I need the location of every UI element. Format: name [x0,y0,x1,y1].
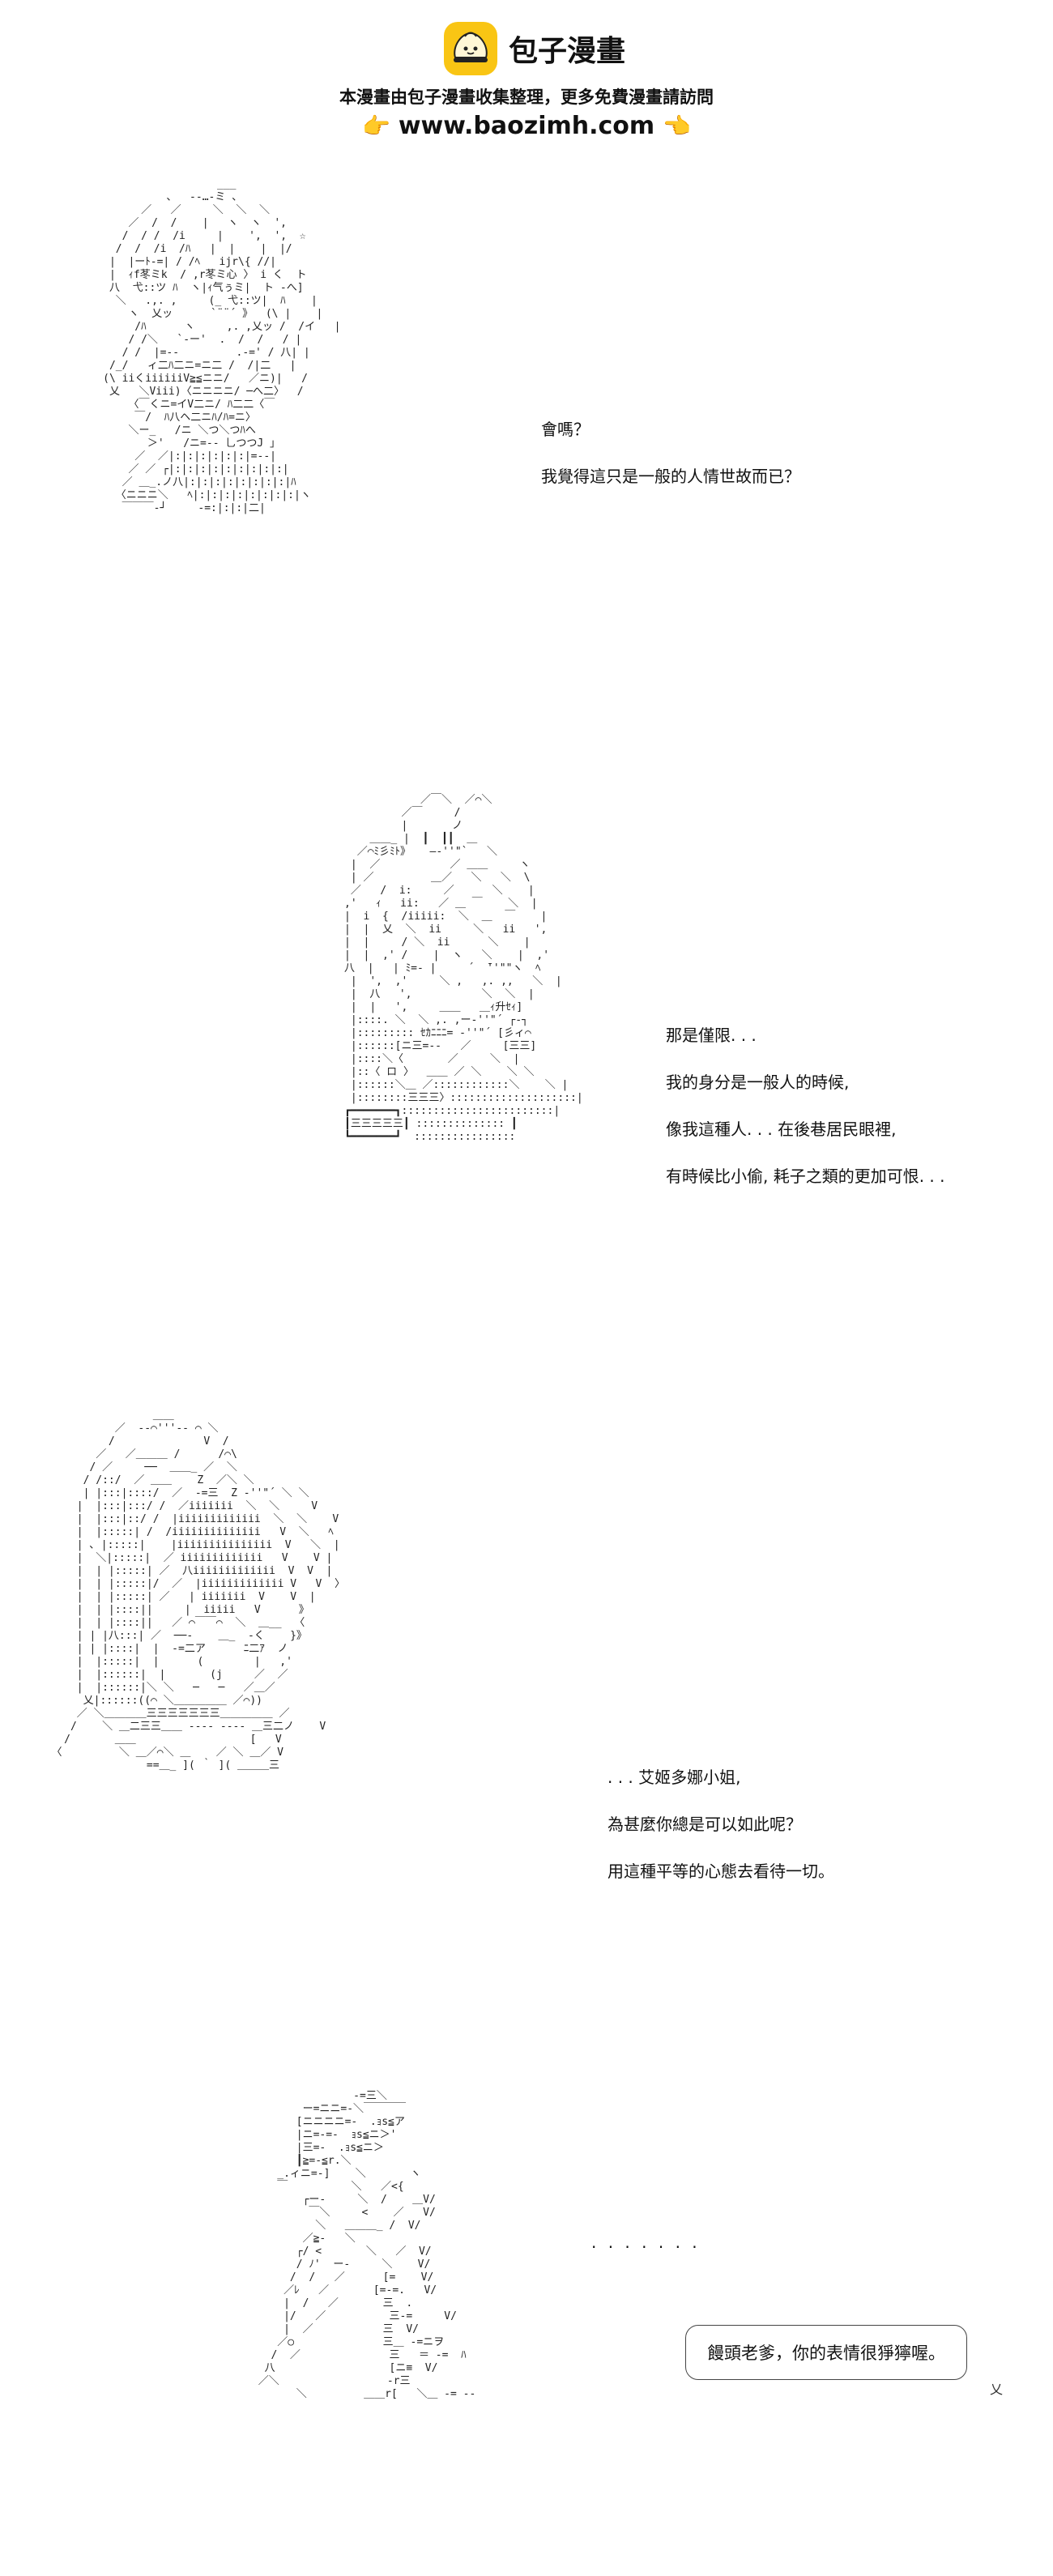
panel-3: ＿＿ ／ ‐‐⌒'''‐‐ ⌒ ＼ / V / ／ ／＿＿＿ / /⌒\ / ／… [0,1410,1053,2074]
ascii-art-boy-scarf: ／￣＼ ／⌒＼ ／￣ / | ノ ＿＿_ | ┃ ┃┃ ＿ ／⌒ﾐ彡ﾐﾄ》 ―‐… [344,794,583,1143]
dialog-panel-1: 會嗎？ 我覺得這只是一般的人情世故而已？ [541,418,800,512]
dialog-line: 我覺得這只是一般的人情世故而已？ [541,467,800,486]
dialog-line: 會嗎？ [541,420,590,439]
pointing-left-hand-icon: 👈 [663,113,692,139]
logo-text: 包子漫畫 [509,35,626,68]
ellipsis-dots: . . . . . . . [591,2233,701,2252]
dialog-panel-2: 那是僅限. . . 我的身分是一般人的時候, 像我這種人. . . 在後巷居民眼… [666,1024,945,1212]
ascii-art-man-with-hat: -=三＼ ー=ニニ=‐＼￣￣￣￣ [ニニニニ=‐ .ｮs≦ア |ニ=-=‐ ｮs… [258,2090,476,2400]
site-header: 包子漫畫 本漫畫由包子漫畫收集整理，更多免費漫畫請訪問 👉 www.baozim… [0,0,1053,142]
panel-1: ___ 、 -‐…‐ミ 、 ／ ／ ＼ ＼ ＼ ／ / / | ヽ ヽ ', /… [0,162,1053,761]
dialog-line: 我的身分是一般人的時候, [666,1073,850,1092]
bun-logo-icon [444,22,497,75]
dialog-line: 用這種平等的心態去看待一切。 [608,1862,834,1881]
site-url-link[interactable]: www.baozimh.com [398,112,655,140]
speech-bubble-tail-icon: 乂 [990,2382,1004,2397]
header-tagline: 本漫畫由包子漫畫收集整理，更多免費漫畫請訪問 [339,87,714,107]
site-link-row: 👉 www.baozimh.com 👈 [0,112,1053,140]
dialog-line: 為甚麼你總是可以如此呢？ [608,1815,802,1834]
logo[interactable]: 包子漫畫 [444,19,625,78]
dialog-line: 像我這種人. . . 在後巷居民眼裡, [666,1120,897,1139]
panel-4: -=三＼ ー=ニニ=‐＼￣￣￣￣ [ニニニニ=‐ .ｮs≦ア |ニ=-=‐ ｮs… [0,2090,1053,2576]
dialog-panel-3: . . . 艾姬多娜小姐, 為甚麼你總是可以如此呢？ 用這種平等的心態去看待一切… [608,1766,834,1907]
ascii-art-girl-smiling: ＿＿ ／ ‐‐⌒'''‐‐ ⌒ ＼ / V / ／ ／＿＿＿ / /⌒\ / ／… [51,1410,346,1772]
dialog-line: . . . 艾姬多娜小姐, [608,1768,741,1787]
panel-2: ／￣＼ ／⌒＼ ／￣ / | ノ ＿＿_ | ┃ ┃┃ ＿ ／⌒ﾐ彡ﾐﾄ》 ―‐… [0,778,1053,1393]
speech-bubble-text: 饅頭老爹，你的表情很猙獰喔。 [707,2344,945,2363]
dialog-line: 有時候比小偷, 耗子之類的更加可恨. . . [666,1166,945,1186]
pointing-right-hand-icon: 👉 [361,113,390,139]
dialog-line: 那是僅限. . . [666,1026,757,1045]
speech-bubble: 饅頭老爹，你的表情很猙獰喔。 [685,2325,967,2380]
ascii-art-girl-witch: ___ 、 -‐…‐ミ 、 ／ ／ ＼ ＼ ＼ ／ / / | ヽ ヽ ', /… [103,178,341,514]
